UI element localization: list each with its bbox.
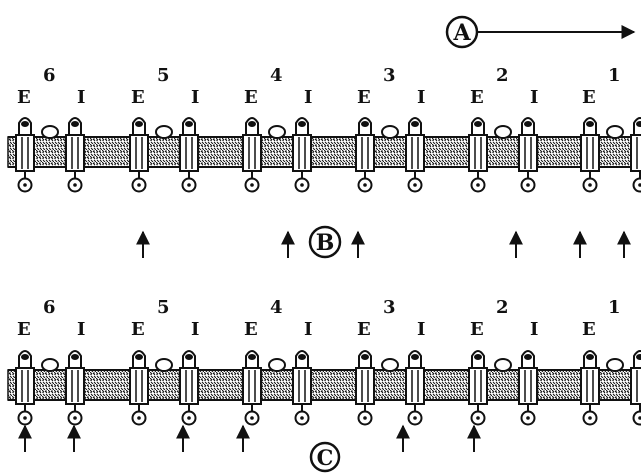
cam-lobe [494,125,512,139]
cylinder-number: 4 [270,65,283,86]
cylinder-group: E6I [15,65,85,193]
cylinder-number: 3 [383,297,396,318]
valve-row-top: E6IE5IE4IE3IE2IE1I [7,65,641,258]
intake-valve [405,350,425,426]
cam-lobe [494,358,512,372]
intake-valve [518,117,538,193]
cam-lobe [268,358,286,372]
cam-lobe [41,125,59,139]
intake-valve [292,117,312,193]
callout-b-label: B [316,230,335,256]
exhaust-label: E [17,319,31,340]
intake-valve [292,350,312,426]
cylinder-group: E1I [580,297,641,426]
exhaust-label: E [244,319,258,340]
cylinder-number: 5 [157,297,170,318]
intake-valve [179,117,199,193]
valve-row-bottom: E6IE5IE4IE3IE2IE1I [7,297,641,452]
cam-lobe [155,125,173,139]
intake-valve [405,117,425,193]
exhaust-label: E [582,87,596,108]
exhaust-label: E [131,87,145,108]
intake-label: I [77,87,85,108]
cylinder-group: E2I [468,297,538,426]
callout-c: C [309,441,341,473]
cylinder-group: E4I [242,297,312,426]
cam-lobe [268,125,286,139]
intake-valve [518,350,538,426]
cylinder-number: 4 [270,297,283,318]
intake-label: I [417,87,425,108]
camshaft-body [7,369,639,401]
intake-label: I [77,319,85,340]
exhaust-valve [355,350,375,426]
intake-label: I [304,319,312,340]
exhaust-label: E [357,319,371,340]
intake-valve [65,350,85,426]
cylinder-number: 1 [608,297,621,318]
cam-lobe [606,125,624,139]
exhaust-valve [15,117,35,193]
cylinder-group: E4I [242,65,312,193]
intake-valve [630,350,641,426]
camshaft [7,136,639,168]
intake-label: I [191,319,199,340]
exhaust-label: E [582,319,596,340]
intake-label: I [530,319,538,340]
cam-lobe [155,358,173,372]
cylinder-group: E5I [129,65,199,193]
intake-label: I [417,319,425,340]
camshaft-body [7,136,639,168]
exhaust-valve [468,117,488,193]
exhaust-valve [242,350,262,426]
cylinder-group: E1I [580,65,641,193]
exhaust-label: E [131,319,145,340]
cylinder-number: 1 [608,65,621,86]
intake-valve [630,117,641,193]
exhaust-valve [355,117,375,193]
cylinder-number: 5 [157,65,170,86]
callout-a: A [445,15,636,49]
intake-valve [179,350,199,426]
cam-lobe [381,125,399,139]
cylinder-group: E2I [468,65,538,193]
cylinder-group: E6I [15,297,85,426]
callout-c-label: C [317,445,334,470]
cam-lobe [381,358,399,372]
intake-valve [65,117,85,193]
exhaust-label: E [470,319,484,340]
cylinder-group: E3I [355,65,425,193]
cam-lobe [41,358,59,372]
exhaust-label: E [470,87,484,108]
exhaust-valve [242,117,262,193]
intake-label: I [304,87,312,108]
exhaust-valve [580,117,600,193]
exhaust-label: E [17,87,31,108]
exhaust-valve [468,350,488,426]
camshaft [7,369,639,401]
exhaust-valve [580,350,600,426]
cylinder-number: 6 [43,297,56,318]
cylinder-number: 2 [496,65,509,86]
exhaust-valve [129,117,149,193]
intake-label: I [191,87,199,108]
exhaust-label: E [244,87,258,108]
cylinder-number: 2 [496,297,509,318]
intake-label: I [530,87,538,108]
cylinder-group: E5I [129,297,199,426]
cylinder-number: 6 [43,65,56,86]
exhaust-valve [129,350,149,426]
cam-lobe [606,358,624,372]
callout-b: B [308,225,342,259]
exhaust-label: E [357,87,371,108]
cylinder-group: E3I [355,297,425,426]
callout-a-label: A [452,20,471,46]
cylinder-number: 3 [383,65,396,86]
exhaust-valve [15,350,35,426]
